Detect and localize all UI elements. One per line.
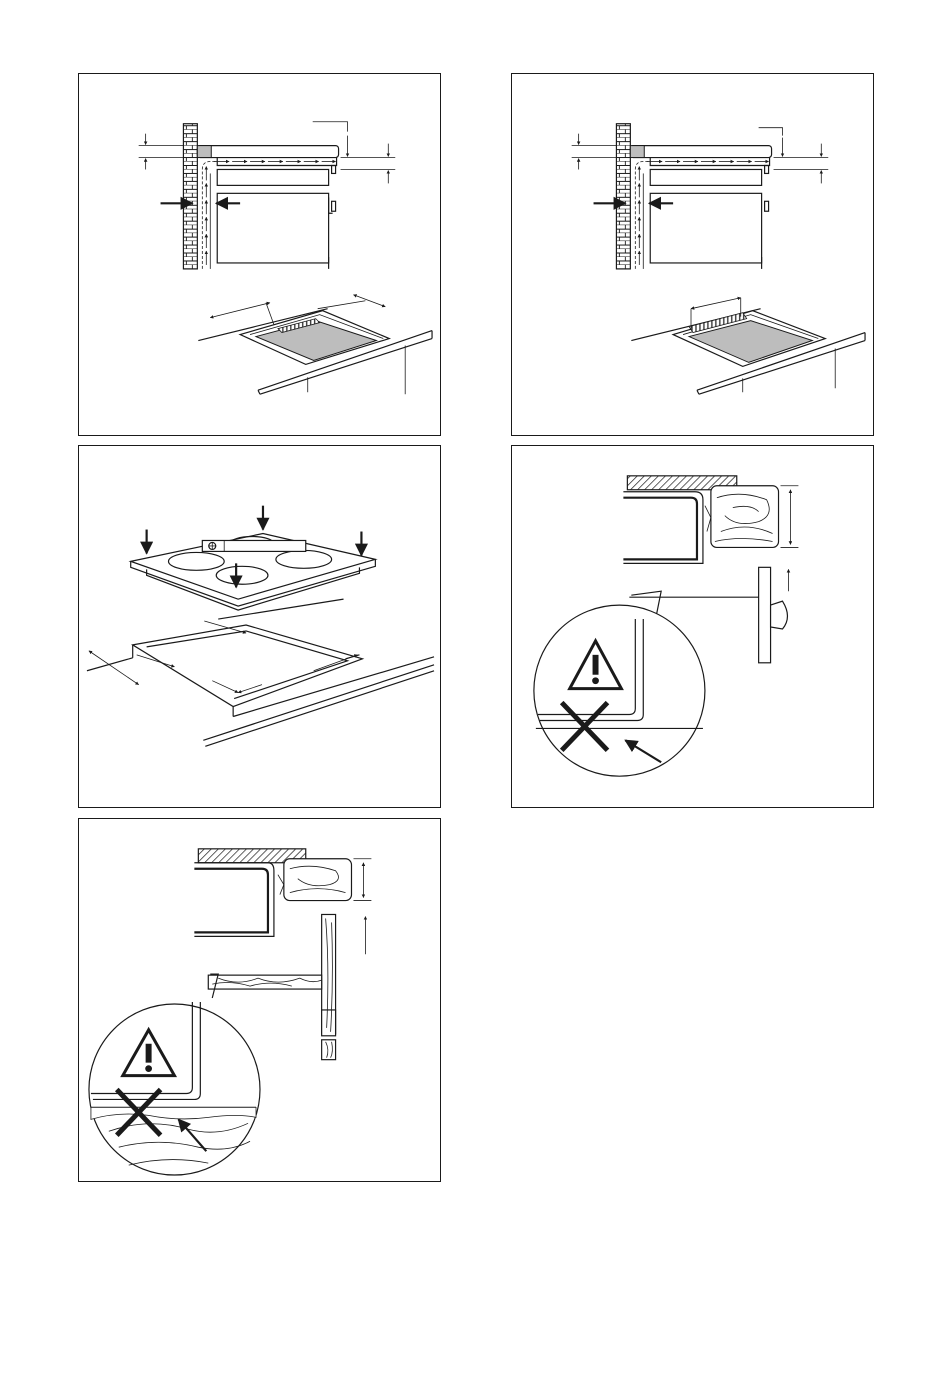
hob-tray <box>623 498 697 560</box>
worktop-gray-insert <box>197 146 211 158</box>
cabinet-side-panel <box>322 914 336 1059</box>
worktop <box>630 146 771 158</box>
hob-insertion-diagram <box>79 446 440 807</box>
wood-edge-block <box>278 859 352 901</box>
cutout-frame <box>87 625 434 746</box>
hob-tray-outer <box>623 492 703 564</box>
shelf-board <box>208 975 321 989</box>
figure-edge-clearance-drawer <box>511 445 874 808</box>
wood-edge-block <box>705 486 779 548</box>
hob-tray <box>194 869 268 933</box>
figure-edge-clearance-shelf <box>78 818 441 1182</box>
appliance-knob <box>765 201 769 211</box>
spirit-level-icon <box>202 540 305 551</box>
appliance-knob <box>332 201 336 211</box>
worktop-gray-insert <box>630 146 644 158</box>
dimension-arrow-icon <box>89 621 358 693</box>
appliance-box-top <box>217 169 328 185</box>
brick-wall <box>616 124 630 269</box>
airflow-channel <box>635 162 650 269</box>
dimension-arrow-icon <box>139 134 184 170</box>
ventilation-diagram-2 <box>512 74 873 435</box>
drawer-knob <box>771 601 788 629</box>
hob-knob <box>332 165 336 173</box>
figure-ventilation-2 <box>511 73 874 436</box>
hob-knob <box>765 165 769 173</box>
dimension-arrow-icon <box>353 859 371 954</box>
hob-tray-outer <box>194 863 274 937</box>
figure-ventilation-1 <box>78 73 441 436</box>
edge-clearance-drawer-diagram <box>512 446 873 807</box>
worktop <box>197 146 338 158</box>
figure-hob-insertion <box>78 445 441 808</box>
airflow-channel <box>202 162 217 269</box>
cutout-perspective <box>631 298 865 394</box>
edge-clearance-shelf-diagram <box>79 819 440 1181</box>
dimension-arrow-icon <box>572 134 617 170</box>
dimension-arrow-icon <box>781 486 799 548</box>
brick-wall <box>183 124 197 269</box>
appliance-box-top <box>650 169 761 185</box>
cutout-perspective <box>198 295 432 394</box>
ventilation-diagram-1 <box>79 74 440 435</box>
